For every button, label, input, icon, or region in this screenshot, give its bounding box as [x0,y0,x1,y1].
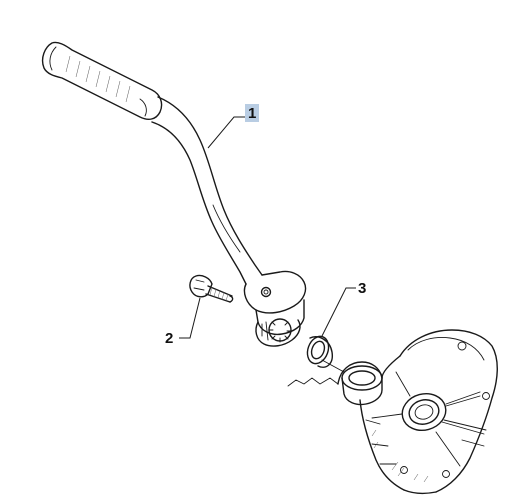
crankcase-cover [287,329,498,495]
callout-highlight [245,104,259,122]
clamp-bolt[interactable] [189,274,234,303]
callout-label-2: 2 [165,330,173,347]
callout-1[interactable]: 1 [207,104,259,149]
leader-line-1 [207,116,246,149]
leader-line-3 [321,287,356,337]
leader-line-2 [179,297,201,339]
callout-3[interactable]: 3 [321,280,366,337]
oil-seal[interactable] [304,333,333,368]
kick-start-lever[interactable] [41,41,307,347]
callout-label-1: 1 [248,105,256,122]
callout-2[interactable]: 2 [165,297,201,347]
callout-label-3: 3 [358,280,366,297]
